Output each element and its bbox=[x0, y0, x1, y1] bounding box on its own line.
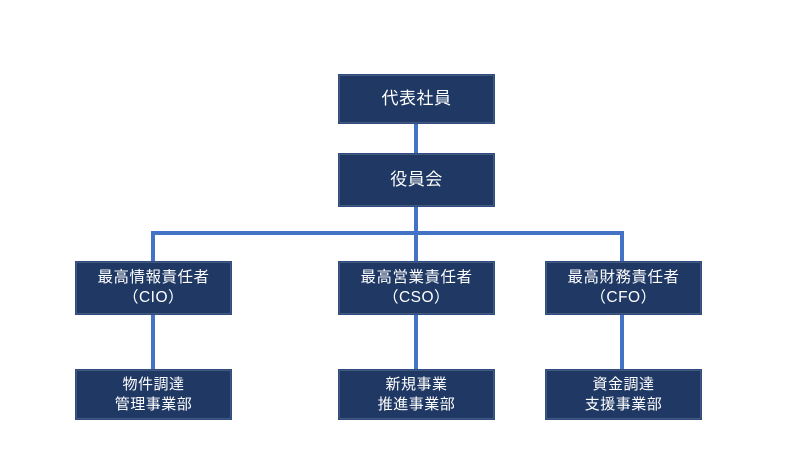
node-representative-partner-label: 代表社員 bbox=[381, 89, 452, 109]
connector-bus-to-cso bbox=[414, 231, 418, 261]
node-funding-support-division-label: 資金調達 支援事業部 bbox=[584, 376, 663, 413]
node-cso[interactable]: 最高営業責任者 （CSO） bbox=[338, 261, 495, 315]
node-new-business-promotion-division[interactable]: 新規事業 推進事業部 bbox=[338, 369, 495, 420]
node-cfo-label: 最高財務責任者 （CFO） bbox=[567, 269, 680, 306]
connector-bus-to-cfo bbox=[620, 231, 624, 261]
connector-cso-to-new-business-division bbox=[414, 315, 418, 370]
node-cio[interactable]: 最高情報責任者 （CIO） bbox=[75, 261, 232, 315]
connector-cio-to-property-division bbox=[151, 315, 155, 370]
node-representative-partner[interactable]: 代表社員 bbox=[338, 74, 495, 124]
node-cso-label: 最高営業責任者 （CSO） bbox=[360, 269, 473, 306]
node-board-of-officers[interactable]: 役員会 bbox=[338, 153, 495, 207]
connector-cfo-to-funding-division bbox=[620, 315, 624, 370]
node-cio-label: 最高情報責任者 （CIO） bbox=[97, 269, 210, 306]
node-new-business-promotion-division-label: 新規事業 推進事業部 bbox=[377, 376, 456, 413]
node-cfo[interactable]: 最高財務責任者 （CFO） bbox=[545, 261, 702, 315]
node-property-procurement-division-label: 物件調達 管理事業部 bbox=[114, 376, 193, 413]
connector-bus-to-cio bbox=[151, 231, 155, 261]
node-funding-support-division[interactable]: 資金調達 支援事業部 bbox=[545, 369, 702, 420]
connector-horizontal-bus bbox=[151, 231, 624, 235]
node-board-of-officers-label: 役員会 bbox=[390, 170, 443, 190]
connector-representative-to-board bbox=[414, 124, 418, 153]
connector-board-to-bus bbox=[414, 207, 418, 235]
node-property-procurement-division[interactable]: 物件調達 管理事業部 bbox=[75, 369, 232, 420]
